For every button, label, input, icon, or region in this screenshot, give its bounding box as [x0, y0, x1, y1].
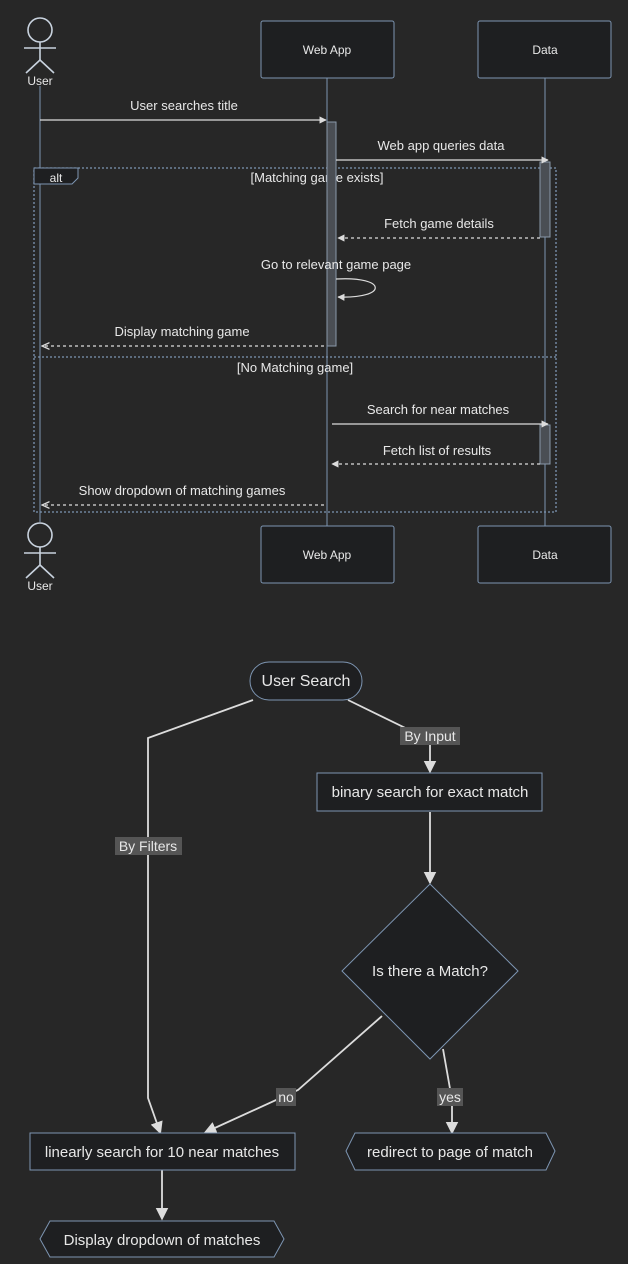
- edge-yes: yes: [437, 1048, 463, 1135]
- activation-data-1: [539, 161, 551, 238]
- sequence-diagram: alt [Matching game exists] [No Matching …: [24, 17, 612, 593]
- flowchart: By Filters By Input no yes User Search: [29, 661, 556, 1258]
- message-display-matching-game: Display matching game: [42, 324, 324, 346]
- alt-frame: alt [Matching game exists] [No Matching …: [33, 167, 557, 513]
- actor-user-top: User: [24, 17, 56, 88]
- svg-text:Web app queries data: Web app queries data: [378, 138, 506, 153]
- actor-user-bottom: User: [24, 522, 56, 593]
- message-fetch-list-of-results: Fetch list of results: [331, 443, 540, 468]
- message-search-for-near-matches: Search for near matches: [332, 402, 549, 428]
- alt-condition-matching: [Matching game exists]: [251, 170, 384, 185]
- node-linear-search: linearly search for 10 near matches: [29, 1132, 296, 1171]
- edge-by-filters: By Filters: [115, 699, 254, 1135]
- actor-user-bottom-label: User: [27, 579, 52, 593]
- edge-label-yes: yes: [439, 1089, 461, 1105]
- svg-text:Fetch list of results: Fetch list of results: [383, 443, 492, 458]
- edge-by-input: By Input: [347, 699, 460, 774]
- message-fetch-game-details: Fetch game details: [337, 216, 540, 242]
- participant-web-app-bottom: Web App: [260, 525, 395, 584]
- participant-web-app-bottom-label: Web App: [303, 548, 352, 562]
- alt-keyword: alt: [50, 171, 63, 185]
- message-show-dropdown-of-matching-games: Show dropdown of matching games: [42, 483, 324, 505]
- activation-data-2: [539, 424, 551, 465]
- svg-text:Display dropdown of matches: Display dropdown of matches: [64, 1232, 261, 1249]
- svg-text:Go to relevant game page: Go to relevant game page: [261, 257, 411, 272]
- node-display-dropdown: Display dropdown of matches: [39, 1220, 285, 1258]
- svg-text:Fetch game details: Fetch game details: [384, 216, 494, 231]
- svg-text:Show dropdown of matching game: Show dropdown of matching games: [79, 483, 286, 498]
- edge-label-no: no: [278, 1089, 294, 1105]
- svg-text:redirect to page of match: redirect to page of match: [367, 1144, 533, 1161]
- participant-web-app-top-label: Web App: [303, 43, 352, 57]
- alt-label-box: [33, 167, 79, 185]
- message-go-to-relevant-game-page: Go to relevant game page: [261, 257, 411, 301]
- node-redirect: redirect to page of match: [345, 1132, 556, 1171]
- edge-label-by-filters: By Filters: [119, 838, 177, 854]
- svg-text:Search for near matches: Search for near matches: [367, 402, 510, 417]
- participant-web-app-top: Web App: [260, 20, 395, 79]
- actor-user-top-label: User: [27, 74, 52, 88]
- participant-data-top: Data: [477, 20, 612, 79]
- svg-text:User searches title: User searches title: [130, 98, 238, 113]
- alt-condition-no-match: [No Matching game]: [237, 360, 353, 375]
- node-user-search: User Search: [249, 661, 363, 701]
- node-binary-search: binary search for exact match: [316, 772, 543, 812]
- message-user-searches-title: User searches title: [40, 98, 327, 124]
- svg-text:binary search for exact match: binary search for exact match: [332, 784, 529, 801]
- edge-no: no: [203, 1015, 383, 1134]
- participant-data-top-label: Data: [532, 43, 558, 57]
- activation-web-app-1: [326, 121, 337, 347]
- svg-text:User Search: User Search: [262, 673, 351, 690]
- participant-data-bottom-label: Data: [532, 548, 558, 562]
- edge-label-by-input: By Input: [404, 728, 455, 744]
- svg-text:Display matching game: Display matching game: [114, 324, 249, 339]
- svg-text:Is there a Match?: Is there a Match?: [372, 963, 488, 980]
- participant-data-bottom: Data: [477, 525, 612, 584]
- node-decision-match: Is there a Match?: [341, 883, 519, 1060]
- message-web-app-queries-data: Web app queries data: [336, 138, 549, 164]
- svg-text:linearly search for 10 near ma: linearly search for 10 near matches: [45, 1144, 279, 1161]
